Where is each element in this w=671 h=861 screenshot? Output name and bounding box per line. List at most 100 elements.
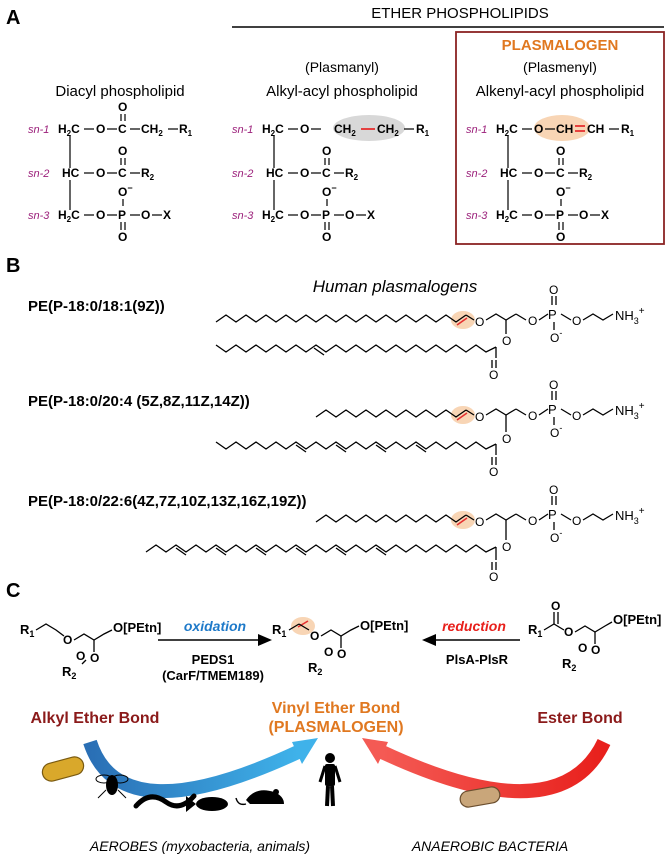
svg-text:NH3+: NH3+ — [615, 401, 645, 421]
sn1-label: sn-1 — [28, 124, 49, 136]
svg-text:R1: R1 — [272, 622, 286, 639]
anaerobic-label: ANAEROBIC BACTERIA — [411, 838, 568, 854]
svg-text:CH: CH — [587, 122, 604, 136]
svg-text:O: O — [475, 410, 484, 424]
svg-text:O: O — [528, 409, 537, 423]
svg-text:O: O — [322, 144, 331, 158]
svg-text:O: O — [534, 208, 543, 222]
mouse-icon — [235, 789, 284, 806]
svg-text:X: X — [163, 208, 171, 222]
svg-text:O-: O- — [550, 528, 562, 545]
anaerobic-bacterium-icon — [459, 786, 501, 808]
svg-text:O: O — [556, 144, 565, 158]
plasmalogen-paren-label: (PLASMALOGEN) — [268, 719, 403, 736]
sn2-label: sn-2 — [28, 168, 49, 180]
plsa-label: PlsA-PlsR — [446, 652, 509, 667]
svg-text:R1: R1 — [416, 122, 430, 138]
svg-text:O[PEtn]: O[PEtn] — [613, 612, 661, 627]
svg-text:O: O — [324, 645, 333, 659]
svg-text:C: C — [556, 166, 565, 180]
svg-text:P: P — [118, 208, 126, 222]
red-arrowhead — [362, 738, 388, 764]
svg-text:H2C: H2C — [58, 208, 80, 224]
svg-text:O-: O- — [550, 328, 562, 345]
svg-text:O: O — [141, 208, 150, 222]
svg-text:O: O — [118, 144, 127, 158]
svg-text:CH2: CH2 — [377, 122, 399, 138]
svg-text:C: C — [322, 166, 331, 180]
svg-text:O: O — [551, 599, 560, 613]
lipid-structure-1: O O O P O O- O NH3+ O — [215, 283, 645, 382]
svg-text:sn-2: sn-2 — [232, 168, 253, 180]
panel-a-letter: A — [6, 7, 20, 29]
svg-text:O: O — [572, 409, 581, 423]
svg-text:R2: R2 — [62, 664, 76, 681]
svg-text:R2: R2 — [562, 656, 576, 673]
fly-icon — [95, 774, 129, 799]
svg-text:X: X — [367, 208, 375, 222]
svg-text:sn-2: sn-2 — [466, 168, 487, 180]
svg-text:O: O — [549, 283, 558, 297]
svg-text:O: O — [591, 643, 600, 657]
svg-text:O: O — [96, 166, 105, 180]
svg-text:O−: O− — [556, 183, 571, 199]
ether-header: ETHER PHOSPHOLIPIDS — [371, 5, 549, 22]
svg-text:H2C: H2C — [496, 122, 518, 138]
svg-text:O: O — [502, 334, 511, 348]
svg-text:R2: R2 — [141, 166, 155, 182]
svg-text:HC: HC — [266, 166, 284, 180]
svg-text:O[PEtn]: O[PEtn] — [113, 620, 161, 635]
svg-text:sn-1: sn-1 — [466, 124, 487, 136]
svg-text:O: O — [489, 570, 498, 584]
svg-text:O: O — [118, 230, 127, 244]
alkenyl-acyl-structure: sn-1 sn-2 sn-3 H2C O CH CH R1 HC O C O R… — [466, 122, 635, 244]
svg-text:O: O — [556, 230, 565, 244]
svg-text:O: O — [489, 368, 498, 382]
svg-text:H2C: H2C — [496, 208, 518, 224]
plasmanyl-label: (Plasmanyl) — [305, 59, 379, 75]
svg-text:sn-3: sn-3 — [466, 210, 488, 222]
lipid-name-3: PE(P-18:0/22:6(4Z,7Z,10Z,13Z,16Z,19Z)) — [28, 493, 306, 510]
svg-text:O: O — [63, 633, 72, 647]
plasmenyl-label: (Plasmenyl) — [523, 59, 597, 75]
svg-text:O: O — [502, 540, 511, 554]
diacyl-label: Diacyl phospholipid — [55, 83, 184, 100]
svg-text:O: O — [90, 651, 99, 665]
svg-text:R2: R2 — [579, 166, 593, 182]
ester-molecule: R1 O O O[PEtn] O O R2 — [528, 599, 661, 673]
svg-text:O: O — [549, 483, 558, 497]
svg-text:O: O — [502, 432, 511, 446]
blue-curved-arrow — [83, 739, 301, 799]
svg-text:O: O — [572, 514, 581, 528]
svg-text:O: O — [578, 641, 587, 655]
fish-icon — [186, 796, 228, 812]
reduction-label: reduction — [442, 618, 506, 634]
svg-text:P: P — [548, 307, 557, 322]
vinyl-ether-molecule: R1 O O[PEtn] O O R2 — [272, 617, 408, 677]
svg-text:sn-3: sn-3 — [232, 210, 254, 222]
svg-text:H2C: H2C — [262, 122, 284, 138]
svg-text:H2C: H2C — [262, 208, 284, 224]
svg-text:O: O — [564, 625, 573, 639]
plasmalogen-box — [455, 31, 665, 245]
svg-text:CH2: CH2 — [334, 122, 356, 138]
svg-text:HC: HC — [62, 166, 80, 180]
svg-text:P: P — [556, 208, 564, 222]
svg-text:CH2: CH2 — [141, 122, 163, 138]
alkyl-highlight — [333, 115, 405, 141]
svg-text:R1: R1 — [20, 622, 34, 639]
vinyl-ether-label: Vinyl Ether Bond — [272, 700, 401, 717]
peds1-label: PEDS1 — [192, 652, 235, 667]
svg-text:O: O — [310, 629, 319, 643]
bacterium-icon — [41, 756, 85, 782]
alkyl-ether-label: Alkyl Ether Bond — [31, 710, 160, 727]
svg-text:O: O — [96, 208, 105, 222]
alkenyl-acyl-label: Alkenyl-acyl phospholipid — [476, 83, 644, 100]
svg-text:R1: R1 — [528, 622, 542, 639]
panel-c-letter: C — [6, 580, 20, 602]
svg-text:O[PEtn]: O[PEtn] — [360, 618, 408, 633]
panel-b-letter: B — [6, 255, 20, 277]
svg-text:O: O — [76, 649, 85, 663]
red-curved-arrow — [379, 738, 611, 799]
